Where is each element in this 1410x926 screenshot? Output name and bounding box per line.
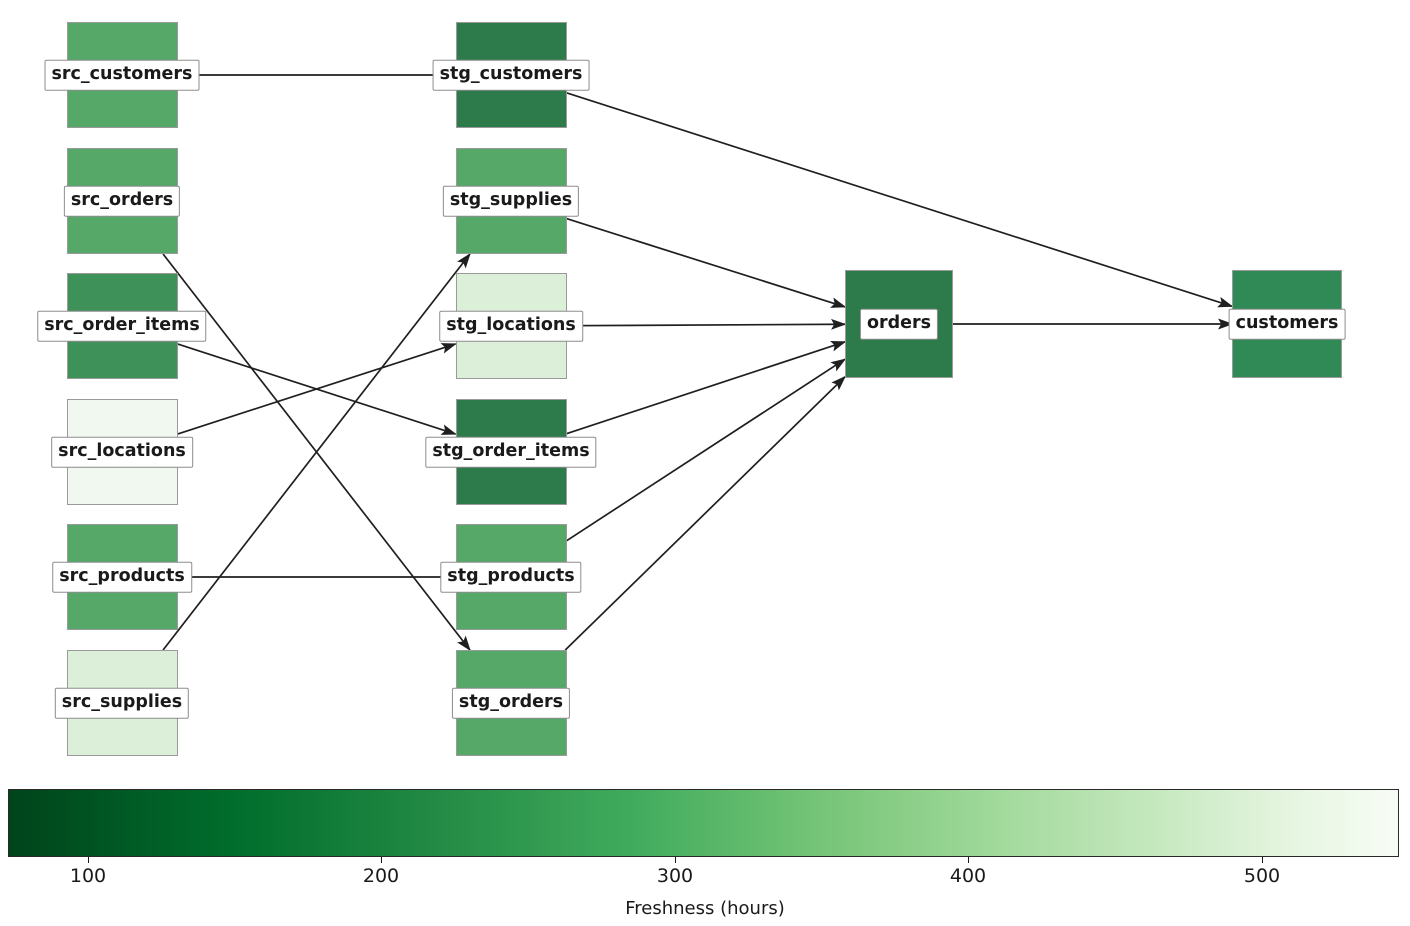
- colorbar-gradient: [8, 789, 1399, 857]
- edge-src_orders-to-stg_orders: [162, 253, 471, 652]
- colorbar-tick-mark: [968, 857, 970, 863]
- node-label-orders: orders: [859, 308, 939, 340]
- node-label-stg_order_items: stg_order_items: [425, 436, 597, 468]
- node-label-stg_orders: stg_orders: [451, 687, 571, 719]
- node-label-src_locations: src_locations: [51, 436, 193, 468]
- edge-src_order_items-to-stg_order_items: [177, 343, 457, 435]
- edge-src_locations-to-stg_locations: [177, 343, 457, 435]
- node-label-src_order_items: src_order_items: [37, 310, 207, 342]
- edge-stg_supplies-to-orders: [566, 217, 847, 308]
- colorbar-area: 100 200 300 400 500 Freshness (hours): [0, 780, 1410, 926]
- node-label-src_products: src_products: [52, 561, 192, 593]
- colorbar-tick-label: 400: [949, 865, 987, 887]
- colorbar-tick-mark: [1262, 857, 1264, 863]
- node-label-stg_products: stg_products: [440, 561, 582, 593]
- node-label-customers: customers: [1228, 308, 1346, 340]
- node-label-src_customers: src_customers: [44, 59, 200, 91]
- colorbar-tick-mark: [381, 857, 383, 863]
- edge-stg_order_items-to-orders: [566, 341, 847, 435]
- colorbar-tick-label: 100: [69, 865, 107, 887]
- colorbar-tick-label: 200: [362, 865, 400, 887]
- colorbar-tick-mark: [88, 857, 90, 863]
- node-label-stg_customers: stg_customers: [432, 59, 590, 91]
- edge-stg_products-to-orders: [566, 358, 847, 542]
- node-label-src_supplies: src_supplies: [54, 687, 190, 719]
- edge-stg_orders-to-orders: [564, 375, 846, 651]
- edge-layer: [162, 74, 1234, 652]
- node-label-stg_locations: stg_locations: [439, 310, 583, 342]
- node-label-src_orders: src_orders: [63, 185, 181, 217]
- colorbar-axis-label: Freshness (hours): [625, 898, 785, 919]
- colorbar-tick-label: 300: [656, 865, 694, 887]
- node-label-stg_supplies: stg_supplies: [442, 185, 580, 217]
- edge-stg_locations-to-orders: [566, 318, 847, 330]
- edge-src_supplies-to-stg_supplies: [162, 252, 471, 651]
- colorbar-tick-label: 500: [1243, 865, 1281, 887]
- colorbar-tick-mark: [675, 857, 677, 863]
